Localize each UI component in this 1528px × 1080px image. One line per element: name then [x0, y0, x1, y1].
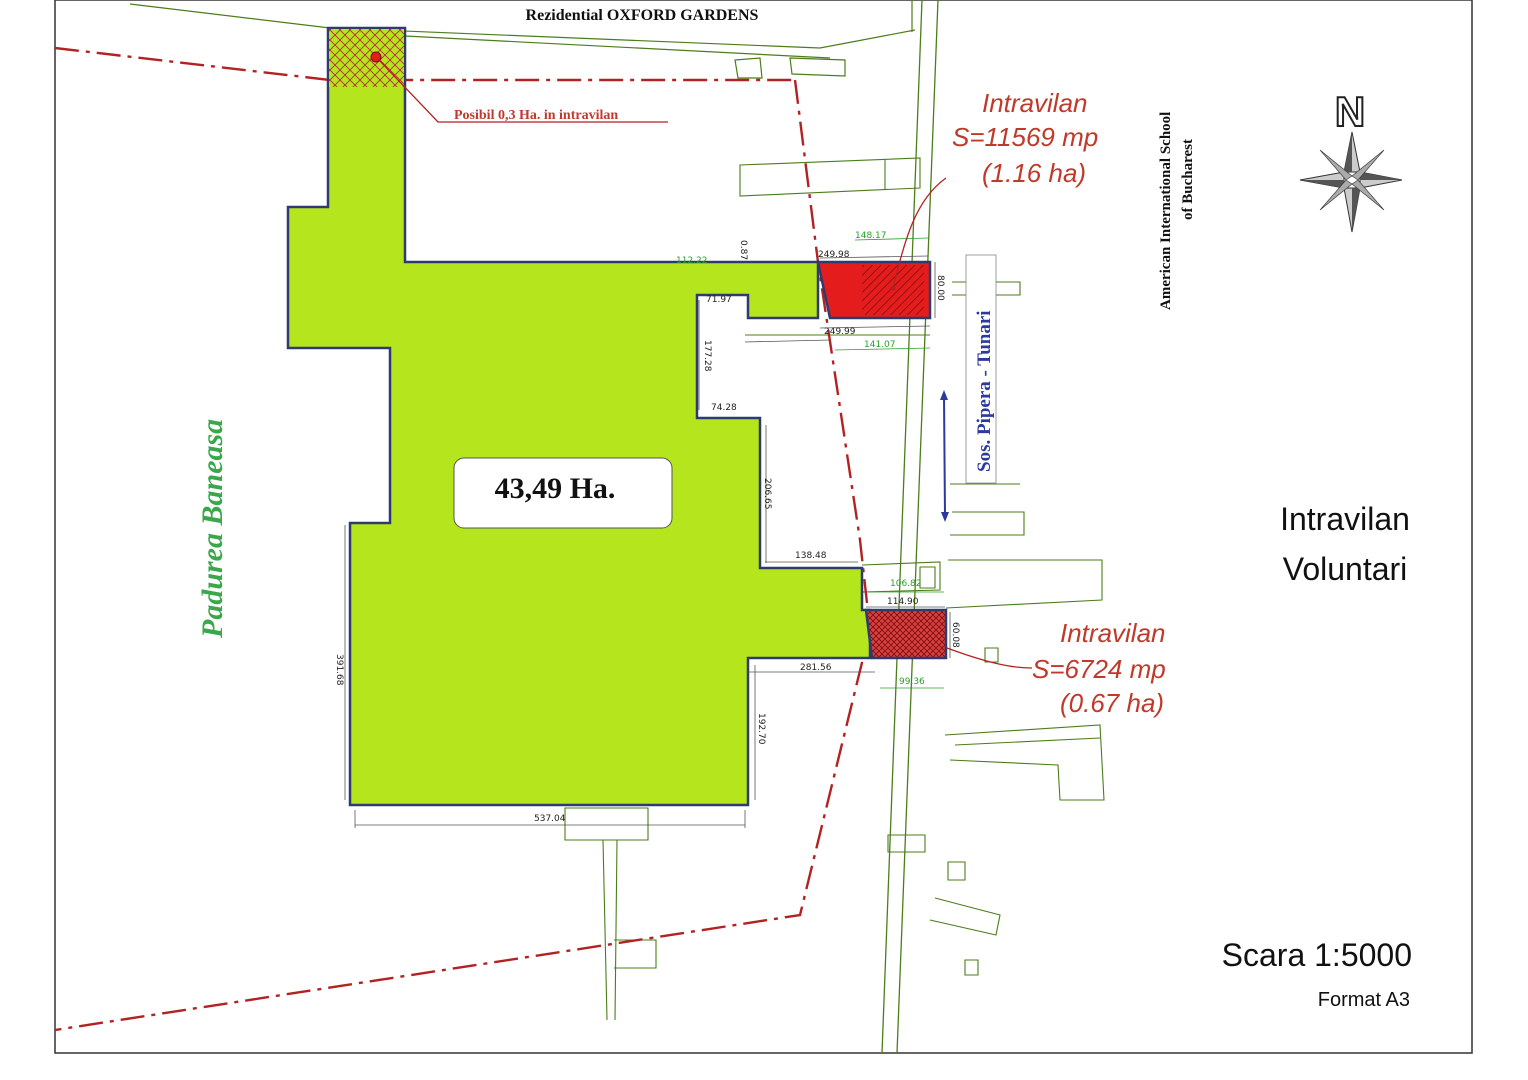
road-label: Sos. Pipera - Tunari	[974, 310, 995, 472]
intravilan-limit-line	[54, 46, 872, 1032]
parcel-2-annotation: Intravilan S=6724 mp (0.67 ha)	[946, 618, 1166, 718]
dim-249-98: 249.98	[818, 250, 850, 260]
dim-112-22: 112.22	[676, 256, 708, 266]
zone-label-line2: Voluntari	[1283, 551, 1408, 587]
dim-138-48: 138.48	[795, 551, 827, 561]
dim-106-82: 106.82	[890, 579, 922, 589]
dimension-lines	[344, 237, 951, 828]
bottom-access-road	[564, 807, 657, 1021]
dim-192-70: 192.70	[756, 713, 766, 745]
scale-label: Scara 1:5000	[1222, 937, 1412, 973]
possible-intravilan-note: Posibil 0,3 Ha. in intravilan	[454, 108, 618, 123]
possible-intravilan-annotation: Posibil 0,3 Ha. in intravilan	[377, 58, 668, 123]
parcel-2-red	[864, 608, 948, 660]
parcel-1-line2: S=11569 mp	[952, 122, 1098, 152]
map-frame	[54, 0, 1473, 1054]
parcel-2-line3: (0.67 ha)	[1060, 688, 1164, 718]
dim-537-04: 537.04	[534, 814, 566, 824]
dim-114-90: 114.90	[887, 597, 919, 607]
dim-80-00: 80.00	[935, 275, 945, 301]
parcel-1-line3: (1.16 ha)	[982, 158, 1086, 188]
parcel-1-annotation: Intravilan S=11569 mp (1.16 ha)	[890, 88, 1098, 291]
oxford-gardens-label: Rezidential OXFORD GARDENS	[526, 7, 759, 24]
main-area-box: 43,49 Ha.	[453, 457, 673, 529]
dimension-labels: 249.98 148.17 0.87 112.22 80.00 71.97 24…	[334, 231, 960, 824]
dim-177-28: 177.28	[702, 340, 712, 372]
dim-249-99: 249.99	[824, 327, 856, 337]
main-area-label: 43,49 Ha.	[495, 472, 616, 505]
north-letter: N	[1335, 88, 1365, 135]
north-arrow-icon: N	[1299, 87, 1403, 233]
parcel-2-line2: S=6724 mp	[1032, 654, 1166, 684]
dim-281-56: 281.56	[800, 663, 832, 673]
format-label: Format A3	[1318, 989, 1410, 1011]
road-side-buildings	[739, 157, 1105, 976]
main-road-lines	[881, 0, 939, 1054]
zone-label-line1: Intravilan	[1280, 501, 1410, 537]
school-label-line2: of Bucharest	[1180, 139, 1196, 220]
road-label-group: Sos. Pipera - Tunari	[965, 254, 997, 484]
road-direction-arrow	[940, 390, 949, 522]
parcel-1-red	[816, 260, 932, 320]
dim-148-17: 148.17	[855, 231, 887, 241]
dim-71-97: 71.97	[706, 295, 732, 305]
possible-intravilan-strip	[329, 29, 404, 87]
top-road	[129, 0, 916, 79]
dim-74-28: 74.28	[711, 403, 737, 413]
dim-0-87: 0.87	[738, 240, 748, 260]
dim-141-07: 141.07	[864, 340, 896, 350]
dim-99-36: 99.36	[899, 677, 925, 687]
parcel-2-line1: Intravilan	[1060, 618, 1166, 648]
school-label-line1: American International School	[1158, 112, 1174, 310]
dim-206-65: 206.65	[762, 478, 772, 510]
dim-60-08: 60.08	[950, 622, 960, 648]
dim-391-68: 391.68	[334, 654, 344, 686]
parcel-1-line1: Intravilan	[982, 88, 1088, 118]
forest-label: Padurea Baneasa	[196, 419, 229, 639]
main-land-parcel	[286, 26, 872, 807]
